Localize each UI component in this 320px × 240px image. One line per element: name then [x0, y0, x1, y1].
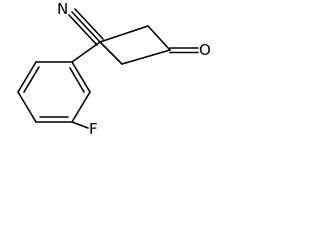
benzene-bond-6	[71, 61, 91, 93]
ring-bond-bottom	[121, 49, 171, 65]
oxygen-label: O	[199, 41, 211, 59]
benzene-double-bond-1	[23, 66, 40, 93]
ring-bond-left	[99, 41, 123, 65]
carbonyl-bond	[169, 47, 199, 54]
structure-canvas: O N F	[0, 0, 214, 138]
benzene-bond-5	[71, 91, 91, 123]
nitrogen-label: N	[57, 0, 68, 18]
nitrile-bond-line-3	[74, 8, 104, 40]
ring-bond-right	[147, 25, 171, 51]
aryl-bond	[71, 41, 101, 63]
benzene-bond-2	[17, 61, 37, 93]
nitrile-bond-line-2	[68, 14, 98, 46]
fluorine-label: F	[89, 120, 98, 138]
nitrile-bond-line-1	[71, 11, 101, 43]
benzene-ring	[17, 61, 91, 123]
benzene-bond-3	[17, 91, 37, 123]
ring-bond-top	[99, 25, 149, 43]
nitrile-bond	[68, 8, 104, 46]
cyclobutanone-ring	[99, 25, 171, 65]
benzene-double-bond-3	[69, 67, 85, 93]
fluorine-bond	[71, 121, 89, 129]
molecule-structure: O N F	[17, 0, 211, 138]
